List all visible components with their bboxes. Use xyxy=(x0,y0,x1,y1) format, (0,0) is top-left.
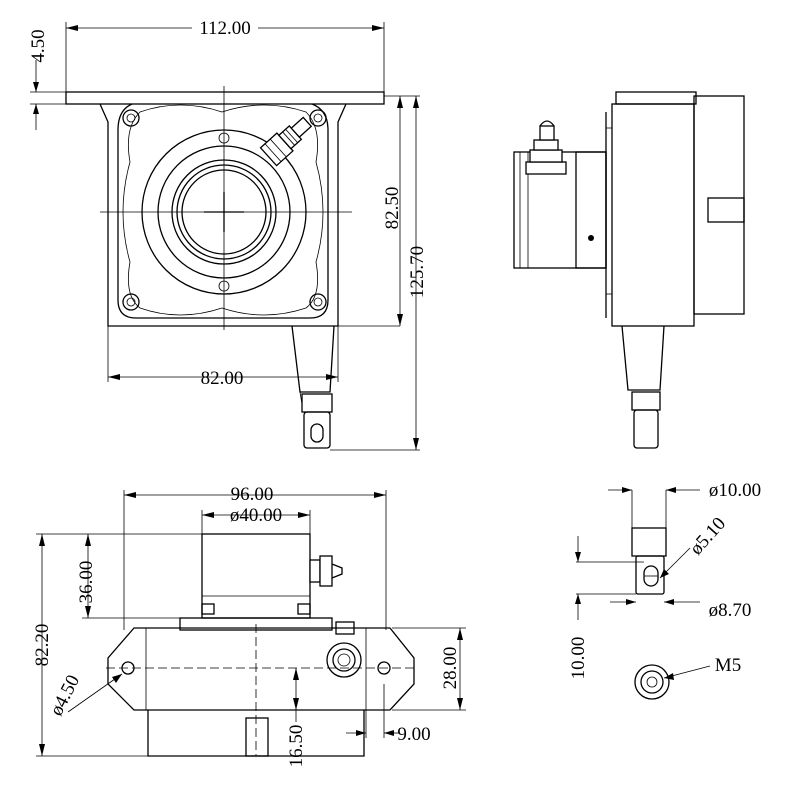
dim-overall-depth: 82.20 xyxy=(32,624,53,667)
front-view xyxy=(65,86,385,449)
dim-bottom-width: 96.00 xyxy=(231,484,274,505)
dimension-labels: 112.00 4.50 82.50 125.70 82.00 96.00 ø40… xyxy=(28,18,761,767)
dim-flange-thickness: 4.50 xyxy=(28,29,49,62)
dim-overall-height: 125.70 xyxy=(407,246,428,298)
dim-eye-length: 10.00 xyxy=(568,637,589,680)
cable-eye-detail xyxy=(575,487,711,700)
dim-mount-hole: ø4.50 xyxy=(46,672,84,720)
dim-body-width: 82.00 xyxy=(201,368,244,389)
side-view xyxy=(513,91,745,449)
dim-thread: M5 xyxy=(715,655,741,676)
dim-flange-depth: 28.00 xyxy=(440,647,461,690)
dim-eye-outer: ø10.00 xyxy=(709,480,761,501)
dim-top-width: 112.00 xyxy=(199,18,251,39)
dim-body-height: 82.50 xyxy=(382,187,403,230)
dim-drum-height: 36.00 xyxy=(76,561,97,604)
bottom-view-dimensions xyxy=(36,490,466,757)
dim-eye-width: ø8.70 xyxy=(709,600,752,621)
front-view-dimensions xyxy=(30,14,420,451)
dim-eye-hole: ø5.10 xyxy=(686,513,730,559)
dim-drum-diameter: ø40.00 xyxy=(230,505,282,526)
bottom-view xyxy=(106,533,416,757)
dim-offset-9: 9.00 xyxy=(397,724,430,745)
dim-offset-16: 16.50 xyxy=(286,725,307,768)
